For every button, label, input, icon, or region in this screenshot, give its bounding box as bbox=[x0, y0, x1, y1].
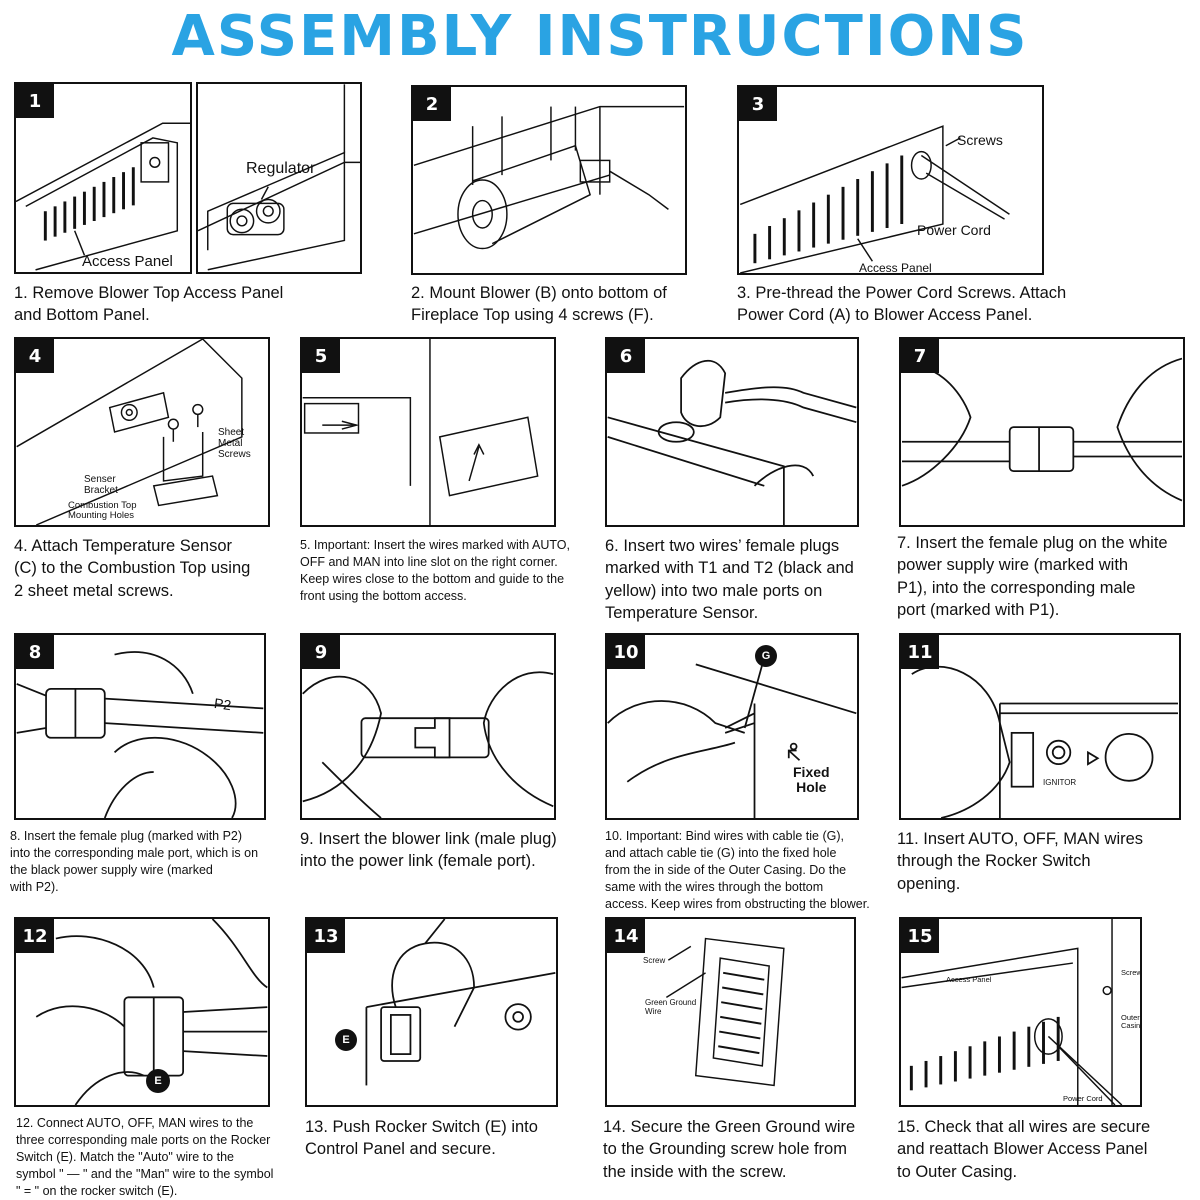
step-caption: 2. Mount Blower (B) onto bottom of Firep… bbox=[411, 284, 667, 325]
step-caption: 12. Connect AUTO, OFF, MAN wires to the … bbox=[16, 1116, 274, 1198]
p2-plug-illustration bbox=[16, 651, 264, 818]
step-caption: 6. Insert two wires’ female plugs marked… bbox=[605, 537, 854, 622]
step-13-image: 13 E bbox=[305, 917, 558, 1107]
step-caption: 4. Attach Temperature Sensor (C) to the … bbox=[14, 537, 251, 600]
step-1-image-right: Regulator bbox=[196, 82, 362, 274]
step-11-image: 11 IGNITOR bbox=[899, 633, 1181, 820]
page-title: ASSEMBLY INSTRUCTIONS bbox=[171, 4, 1029, 69]
step-caption: 5. Important: Insert the wires marked wi… bbox=[300, 538, 571, 603]
step-number: 11 bbox=[901, 635, 939, 669]
step-14-image: 14 Screw Green Ground Wire bbox=[605, 917, 856, 1107]
step-caption: 14. Secure the Green Ground wire to the … bbox=[603, 1118, 856, 1181]
step-number: 9 bbox=[302, 635, 340, 669]
step-caption: 13. Push Rocker Switch (E) into Control … bbox=[305, 1118, 538, 1159]
step-1-image-left: 1 Access Panel bbox=[14, 82, 192, 274]
step-number: 12 bbox=[16, 919, 54, 953]
step-caption: 1. Remove Blower Top Access Panel and Bo… bbox=[14, 284, 284, 325]
step-12-image: 12 E bbox=[14, 917, 270, 1107]
callout-g: G bbox=[755, 645, 777, 667]
blower-panel-illustration bbox=[16, 122, 190, 271]
step-number: 6 bbox=[607, 339, 645, 373]
step-number: 3 bbox=[739, 87, 777, 121]
step-2-image: 2 bbox=[411, 85, 687, 275]
rocker-wiring-illustration bbox=[35, 919, 268, 1105]
label-access-panel: Access Panel bbox=[946, 975, 992, 984]
label-regulator: Regulator bbox=[246, 160, 316, 177]
wire-slot-illustration bbox=[302, 339, 539, 525]
sensor-plug-illustration bbox=[607, 359, 857, 525]
label-access-panel: Access Panel bbox=[859, 261, 932, 275]
step-caption: 7. Insert the female plug on the white p… bbox=[897, 534, 1168, 619]
label-senser-bracket: Senser Bracket bbox=[84, 474, 118, 496]
label-power-cord: Power Cord bbox=[917, 222, 991, 238]
rocker-push-illustration bbox=[365, 919, 556, 1086]
step-3-image: 3 Screws Power Cord Access Panel bbox=[737, 85, 1044, 275]
cable-tie-illustration bbox=[607, 663, 857, 818]
label-fixed-hole: Fixed Hole bbox=[793, 764, 830, 796]
label-sheet-metal-screws: Sheet Metal Screws bbox=[218, 427, 251, 460]
step-5-image: 5 bbox=[300, 337, 556, 527]
step-number: 8 bbox=[16, 635, 54, 669]
step-number: 7 bbox=[901, 339, 939, 373]
label-green-ground-wire: Green Ground Wire bbox=[645, 998, 697, 1016]
step-caption: 11. Insert AUTO, OFF, MAN wires through … bbox=[897, 830, 1144, 893]
rocker-opening-illustration bbox=[911, 665, 1178, 818]
label-ignitor: IGNITOR bbox=[1043, 778, 1077, 787]
blower-link-illustration bbox=[302, 671, 554, 818]
step-7-image: 7 bbox=[899, 337, 1185, 527]
step-number: 14 bbox=[607, 919, 645, 953]
step-15-image: 15 Access Panel Screw Oute bbox=[899, 917, 1142, 1107]
step-caption: 10. Important: Bind wires with cable tie… bbox=[605, 829, 870, 911]
step-number: 4 bbox=[16, 339, 54, 373]
step-number: 13 bbox=[307, 919, 345, 953]
temperature-sensor-illustration bbox=[16, 339, 243, 525]
label-p2: P2 bbox=[213, 694, 233, 714]
label-screw: Screw bbox=[643, 956, 666, 965]
step-number: 5 bbox=[302, 339, 340, 373]
step-number: 15 bbox=[901, 919, 939, 953]
blower-mount-illustration bbox=[413, 105, 685, 250]
step-caption: 3. Pre-thread the Power Cord Screws. Att… bbox=[737, 284, 1067, 325]
label-screws: Screws bbox=[957, 132, 1003, 148]
step-caption: 8. Insert the female plug (marked with P… bbox=[10, 829, 259, 894]
p1-plug-illustration bbox=[901, 357, 1183, 502]
label-combustion-top-mounting-holes: Combustion Top Mounting Holes bbox=[68, 500, 137, 522]
step-number: 10 bbox=[607, 635, 645, 669]
label-access-panel: Access Panel bbox=[82, 253, 173, 270]
reattach-panel-illustration bbox=[901, 919, 1123, 1105]
callout-e: E bbox=[146, 1069, 170, 1093]
step-10-image: 10 G Fixed Hole bbox=[605, 633, 859, 820]
step-4-image: 4 Sheet Metal Screws Senser Bracket Comb… bbox=[14, 337, 270, 527]
step-caption: 9. Insert the blower link (male plug) in… bbox=[300, 830, 557, 871]
step-6-image: 6 bbox=[605, 337, 859, 527]
label-power-cord: Power Cord bbox=[1063, 1094, 1103, 1103]
step-caption: 15. Check that all wires are secure and … bbox=[897, 1118, 1151, 1181]
label-screw: Screw bbox=[1121, 968, 1142, 977]
ground-wire-illustration bbox=[665, 937, 785, 1087]
step-8-image: 8 P2 bbox=[14, 633, 266, 820]
label-outer-casing: Outer Casing bbox=[1121, 1013, 1141, 1031]
power-cord-illustration bbox=[739, 125, 1010, 273]
step-number: 2 bbox=[413, 87, 451, 121]
callout-e: E bbox=[335, 1029, 357, 1051]
step-number: 1 bbox=[16, 84, 54, 118]
step-9-image: 9 bbox=[300, 633, 556, 820]
